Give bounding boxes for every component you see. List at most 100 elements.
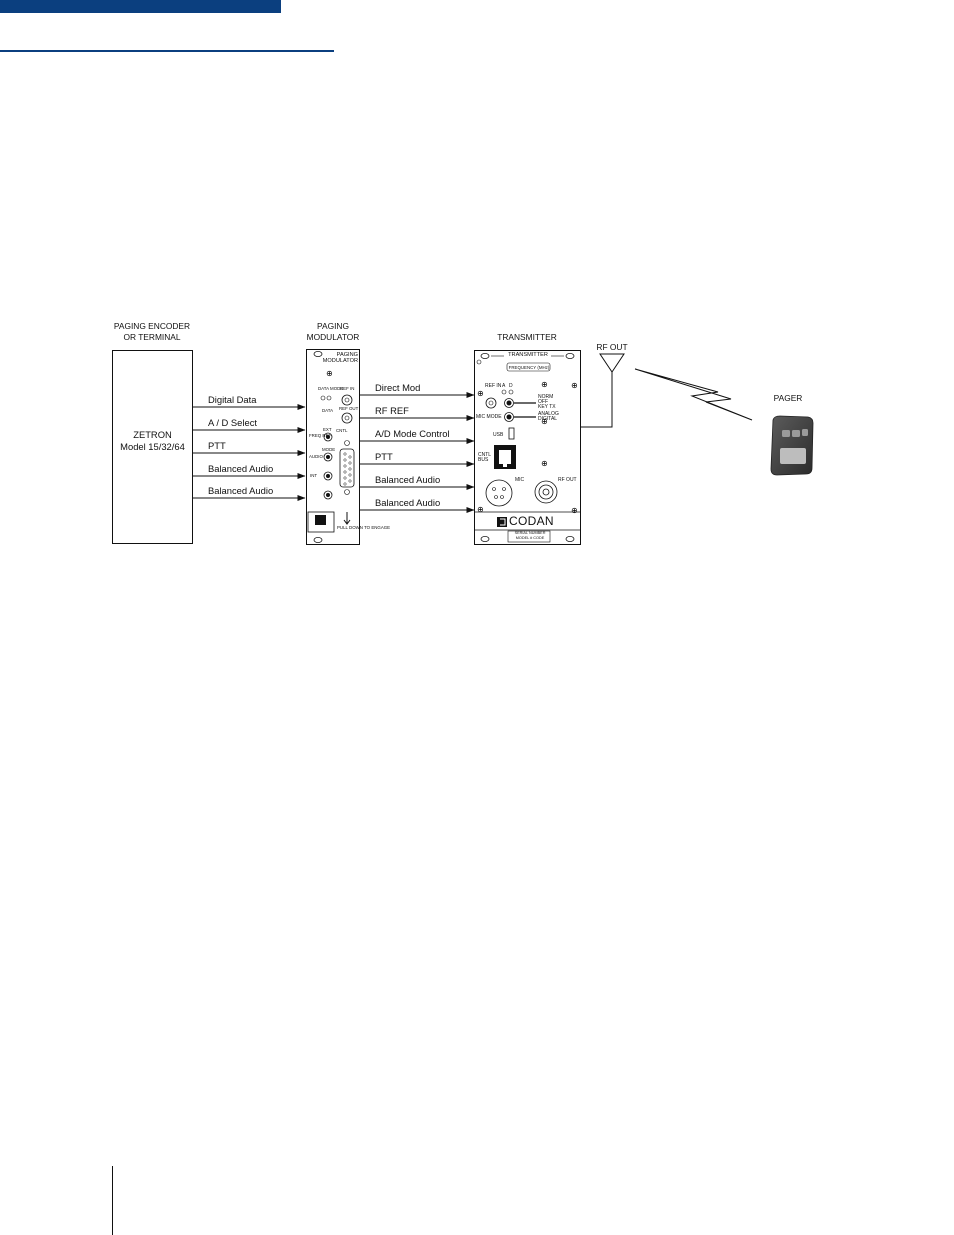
mic-pin bbox=[502, 487, 506, 491]
panel-screw-icon: ⊕ bbox=[541, 417, 548, 426]
panel-screw-icon: ⊕ bbox=[477, 505, 484, 514]
encoder-text: ZETRON Model 15/32/64 bbox=[112, 429, 193, 452]
small-connector-icon bbox=[344, 489, 350, 495]
transmitter-panel-details: ⊕ ⊕ ⊕ ⊕ ⊕ ⊕ ⊕ bbox=[474, 353, 581, 543]
tx-label-cntl-bus: CNTL BUS bbox=[478, 453, 491, 463]
mod-label-freq-ref: FREQ REF bbox=[309, 433, 332, 438]
mod-label-ref-out: REF OUT bbox=[339, 406, 359, 411]
tx-label-usb: USB bbox=[493, 432, 504, 438]
transmitter-panel bbox=[474, 350, 581, 545]
toggle-switch-icon bbox=[326, 493, 330, 497]
pager-screen bbox=[780, 448, 806, 464]
dsub-connector-icon bbox=[339, 448, 355, 488]
bnc-connector-icon bbox=[344, 397, 350, 403]
modulator-panel-details: ⊕ bbox=[307, 351, 355, 543]
led-icon bbox=[476, 359, 482, 365]
encoder-caption: PAGING ENCODER OR TERMINAL bbox=[102, 321, 202, 343]
encoder-model: Model 15/32/64 bbox=[120, 440, 185, 452]
label-balanced-audio-out-1: Balanced Audio bbox=[375, 474, 441, 485]
toggle-switch-icon bbox=[323, 432, 333, 442]
pager-button-icon bbox=[782, 430, 790, 437]
label-ptt-in: PTT bbox=[208, 440, 226, 451]
panel-screw-icon bbox=[565, 353, 575, 359]
panel-screw-icon bbox=[480, 353, 490, 359]
label-rf-ref: RF REF bbox=[375, 405, 409, 416]
toggle-switch-icon bbox=[504, 398, 514, 408]
panel-screw-icon bbox=[313, 351, 323, 357]
panel-screw-icon: ⊕ bbox=[326, 369, 333, 378]
bnc-connector-icon bbox=[341, 394, 353, 406]
mod-label-data: DATA bbox=[322, 408, 334, 413]
encoder-caption-line1: PAGING ENCODER bbox=[113, 321, 191, 331]
small-connector-icon bbox=[344, 440, 350, 446]
toggle-switch-icon bbox=[326, 474, 330, 478]
label-ad-mode-control: A/D Mode Control bbox=[375, 428, 450, 439]
mic-connector-icon bbox=[485, 479, 513, 507]
pager-button-icon bbox=[792, 430, 800, 437]
rf-out-connector-icon bbox=[542, 488, 550, 496]
tx-switch2-labels: ANALOG DIGITAL bbox=[538, 412, 559, 422]
encoder-name: ZETRON bbox=[133, 429, 172, 440]
modulator-panel-title-line1: PAGING bbox=[336, 352, 358, 358]
label-digital-data: Digital Data bbox=[208, 394, 257, 405]
brand-logo-box bbox=[307, 511, 335, 533]
tx-model-plate: SERIAL NUMBER MODEL # CODE bbox=[509, 531, 551, 540]
tx-label-mic: MIC bbox=[515, 477, 525, 483]
mod-label-pull-down: PULL DOWN TO ENGAGE bbox=[337, 525, 391, 530]
led-icon bbox=[508, 389, 514, 395]
pull-down-arrow-icon bbox=[343, 512, 351, 525]
bnc-connector-icon bbox=[344, 415, 350, 421]
frequency-label: FREQUENCY (MHz) bbox=[508, 365, 550, 370]
antenna-icon bbox=[599, 353, 625, 373]
modulator-caption-line2: MODULATOR bbox=[306, 332, 360, 342]
mic-pin bbox=[492, 487, 496, 491]
encoder-caption-line2: OR TERMINAL bbox=[123, 332, 181, 342]
modulator-caption-line1: PAGING bbox=[317, 321, 349, 331]
modulator-panel-title-line2: MODULATOR bbox=[322, 358, 358, 364]
led-icon bbox=[501, 389, 507, 395]
codan-brand: CODAN bbox=[509, 514, 554, 528]
antenna-label: RF OUT bbox=[596, 342, 628, 352]
cntl-bus-port-icon bbox=[499, 450, 511, 467]
dsub-pins bbox=[343, 452, 352, 486]
mic-pin bbox=[500, 495, 504, 499]
modulator-panel-title: PAGING MODULATOR bbox=[320, 352, 358, 364]
tx-label-led-d: D bbox=[509, 383, 513, 389]
brand-logo-icon bbox=[315, 515, 326, 525]
tx-switch1-labels: NORM OFF KEY TX bbox=[538, 395, 556, 410]
label-balanced-audio-in-1: Balanced Audio bbox=[208, 463, 274, 474]
rf-out-connector-icon bbox=[534, 480, 558, 504]
label-ptt-out: PTT bbox=[375, 451, 393, 462]
led-icon bbox=[320, 395, 326, 401]
tx-label-cntl: CNTL bbox=[478, 452, 492, 458]
tx-label-led-a: A bbox=[502, 383, 506, 389]
toggle-switch-icon bbox=[504, 412, 514, 422]
mod-label-data-mode: DATA MODE bbox=[318, 386, 344, 391]
toggle-switch-icon bbox=[506, 414, 512, 420]
toggle-switch-icon bbox=[326, 435, 330, 439]
label-balanced-audio-in-2: Balanced Audio bbox=[208, 485, 274, 496]
tx-label-mic-mode: MIC MODE bbox=[476, 414, 502, 420]
encoder-box bbox=[112, 350, 193, 544]
codan-logo-icon bbox=[497, 517, 507, 527]
tx-label-rf-out: RF OUT bbox=[558, 477, 577, 483]
ref-in-connector-icon bbox=[488, 400, 494, 406]
label-direct-mod: Direct Mod bbox=[375, 382, 421, 393]
tx-label-off: OFF bbox=[538, 399, 548, 405]
pager-body bbox=[770, 415, 814, 476]
model-plate-box bbox=[507, 530, 551, 543]
transmitter-caption: TRANSMITTER bbox=[497, 332, 557, 342]
tx-label-ref-in: REF IN bbox=[485, 383, 502, 389]
toggle-switch-icon bbox=[326, 455, 330, 459]
panel-screw-icon: ⊕ bbox=[477, 389, 484, 398]
toggle-switch-icon bbox=[323, 452, 333, 462]
mod-label-audio: AUDIO bbox=[309, 454, 323, 459]
mod-label-ref-in: REF IN bbox=[340, 386, 355, 391]
transmitter-panel-title: TRANSMITTER bbox=[508, 352, 548, 358]
header-bar bbox=[0, 0, 281, 13]
bnc-connector-icon bbox=[341, 412, 353, 424]
toggle-switch-icon bbox=[323, 490, 333, 500]
wireless-link-icon bbox=[634, 368, 753, 421]
